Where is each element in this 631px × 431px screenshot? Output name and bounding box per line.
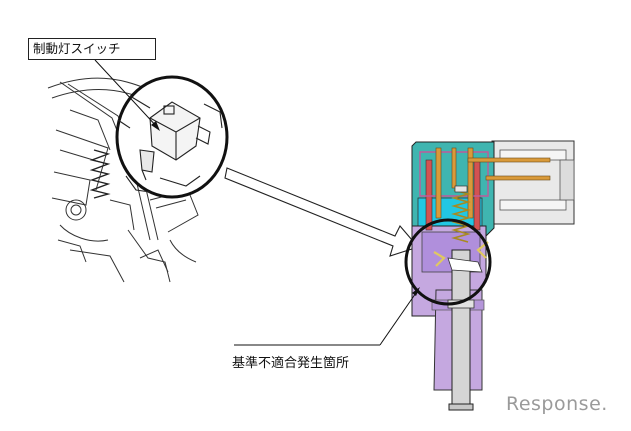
plunger <box>451 249 471 409</box>
switch-cross-section <box>411 140 575 411</box>
watermark-logo: Response. <box>506 393 608 415</box>
internal-spring <box>451 189 471 243</box>
pedal-assembly-drawing <box>47 77 211 283</box>
switch-leader-line <box>94 59 160 131</box>
magnify-arrow <box>224 167 419 257</box>
brake-light-switch-body <box>117 95 223 193</box>
defect-location-label: 基準不適合発生箇所 <box>232 356 350 371</box>
defect-leader-line <box>234 287 420 346</box>
defect-highlight-circle <box>404 218 492 306</box>
brake-light-switch-label: 制動灯スイッチ <box>28 38 156 60</box>
return-spring <box>89 149 111 199</box>
